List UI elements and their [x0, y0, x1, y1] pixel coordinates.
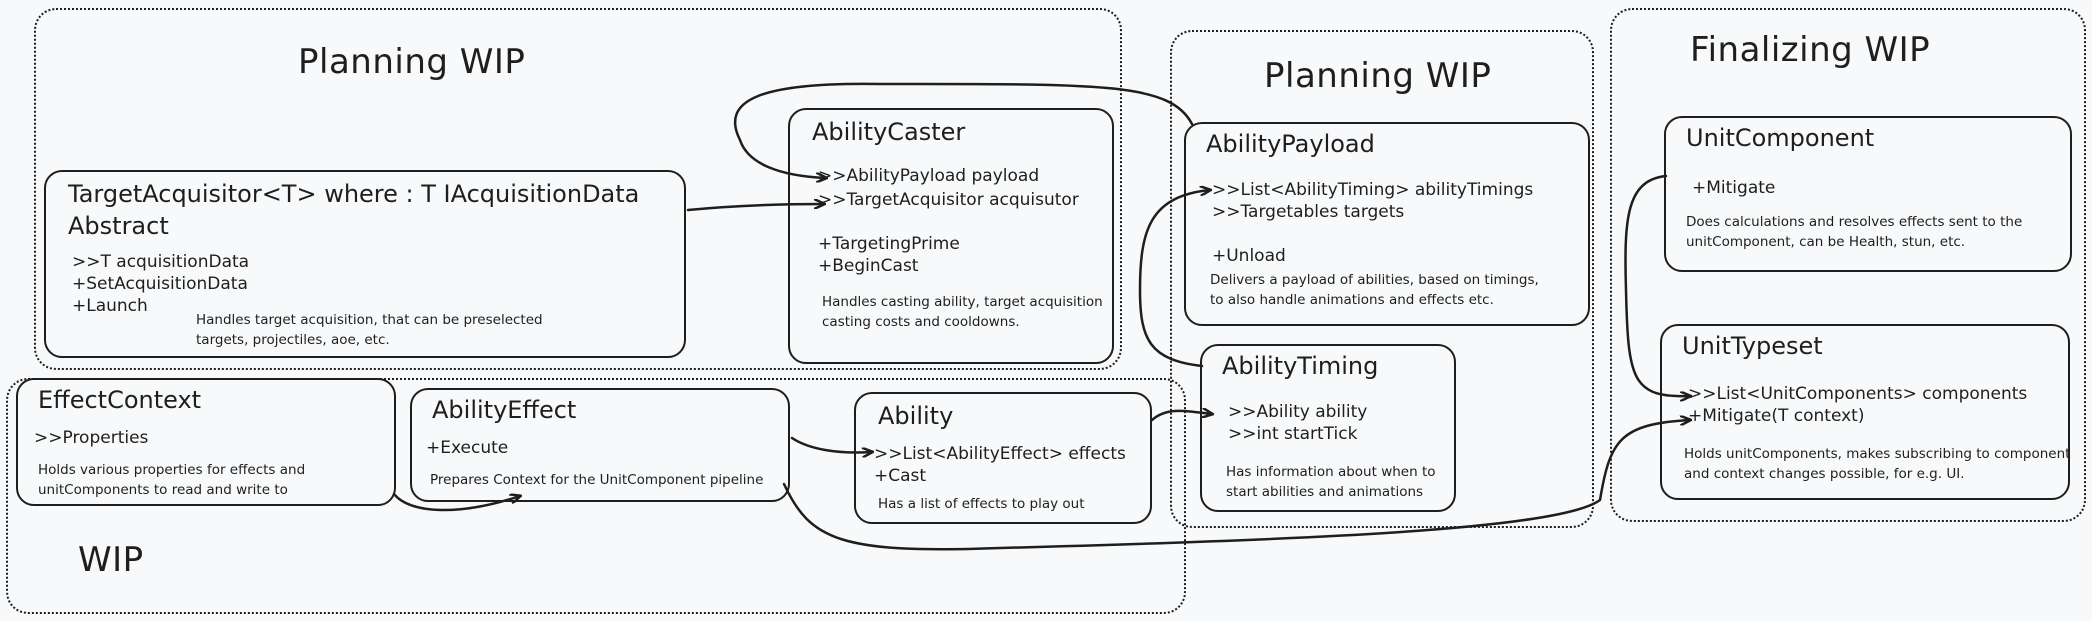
ability-effect-desc-line: Prepares Context for the UnitComponent p… — [430, 472, 764, 488]
ability-payload-title: AbilityPayload — [1206, 130, 1375, 158]
ability-caster-method: +BeginCast — [818, 256, 919, 276]
unit-typeset-title: UnitTypeset — [1682, 332, 1823, 360]
region-title-planning-mid: Planning WIP — [1264, 56, 1492, 96]
unit-component-desc-line: unitComponent, can be Health, stun, etc. — [1686, 234, 1966, 250]
target-acquisitor-box[interactable] — [44, 170, 686, 358]
target-acquisitor-desc-line: Handles target acquisition, that can be … — [196, 312, 543, 328]
ability-payload-desc-line: to also handle animations and effects et… — [1210, 292, 1494, 308]
ability-timing-title: AbilityTiming — [1222, 352, 1379, 380]
ability-payload-field: >>List<AbilityTiming> abilityTimings — [1212, 180, 1534, 200]
ability-caster-desc: Handles casting ability, target acquisit… — [822, 292, 1103, 332]
ability-effect-title: AbilityEffect — [432, 396, 577, 424]
ability-desc-line: Has a list of effects to play out — [878, 496, 1085, 512]
ability-caster-desc-line: Handles casting ability, target acquisit… — [822, 294, 1103, 310]
region-title-planning-left: Planning WIP — [298, 42, 526, 82]
ability-effect-desc: Prepares Context for the UnitComponent p… — [430, 470, 763, 490]
unit-component-desc-line: Does calculations and resolves effects s… — [1686, 214, 2023, 230]
ability-caster-desc-line: casting costs and cooldowns. — [822, 314, 1020, 330]
unit-typeset-desc-line: Holds unitComponents, makes subscribing … — [1684, 446, 2071, 462]
ability-caster-title: AbilityCaster — [812, 118, 966, 146]
effect-context-title: EffectContext — [38, 386, 202, 414]
target-acquisitor-desc: Handles target acquisition, that can be … — [196, 310, 543, 350]
target-acquisitor-field: >>T acquisitionData — [72, 252, 250, 272]
ability-timing-desc-line: start abilities and animations — [1226, 484, 1424, 500]
ability-timing-desc-line: Has information about when to — [1226, 464, 1436, 480]
effect-context-field: >>Properties — [34, 428, 149, 448]
effect-context-desc-line: unitComponents to read and write to — [38, 482, 288, 498]
target-acquisitor-desc-line: targets, projectiles, aoe, etc. — [196, 332, 390, 348]
target-acquisitor-method: +SetAcquisitionData — [72, 274, 248, 294]
ability-method: +Cast — [874, 466, 927, 486]
target-acquisitor-method: +Launch — [72, 296, 148, 316]
ability-payload-field: >>Targetables targets — [1212, 202, 1405, 222]
ability-caster-field: >>TargetAcquisitor acquisutor — [818, 190, 1079, 210]
unit-component-title: UnitComponent — [1686, 124, 1875, 152]
effect-context-desc: Holds various properties for effects and… — [38, 460, 305, 500]
effect-context-desc-line: Holds various properties for effects and — [38, 462, 306, 478]
ability-caster-method: +TargetingPrime — [818, 234, 960, 254]
unit-typeset-box[interactable] — [1660, 324, 2070, 500]
ability-title: Ability — [878, 402, 954, 430]
region-title-wip: WIP — [78, 540, 144, 580]
ability-payload-desc: Delivers a payload of abilities, based o… — [1210, 270, 1539, 310]
target-acquisitor-subtitle: Abstract — [68, 212, 169, 240]
ability-field: >>List<AbilityEffect> effects — [874, 444, 1126, 464]
ability-timing-field: >>Ability ability — [1228, 402, 1368, 422]
ability-payload-desc-line: Delivers a payload of abilities, based o… — [1210, 272, 1539, 288]
ability-timing-field: >>int startTick — [1228, 424, 1358, 444]
unit-typeset-field: >>List<UnitComponents> components — [1688, 384, 2028, 404]
ability-payload-method: +Unload — [1212, 246, 1286, 266]
unit-component-method: +Mitigate — [1692, 178, 1776, 198]
ability-caster-field: >>AbilityPayload payload — [818, 166, 1040, 186]
region-finalizing — [1610, 8, 2086, 522]
unit-typeset-desc-line: and context changes possible, for e.g. U… — [1684, 466, 1965, 482]
target-acquisitor-title: TargetAcquisitor<T> where : T IAcquisiti… — [68, 180, 640, 208]
ability-effect-method: +Execute — [426, 438, 509, 458]
effect-context-box[interactable] — [16, 378, 396, 506]
unit-typeset-desc: Holds unitComponents, makes subscribing … — [1684, 444, 2070, 484]
region-planning-left — [34, 8, 1122, 370]
ability-timing-desc: Has information about when to start abil… — [1226, 462, 1436, 502]
unit-component-desc: Does calculations and resolves effects s… — [1686, 212, 2022, 252]
ability-desc: Has a list of effects to play out — [878, 494, 1085, 514]
region-title-finalizing: Finalizing WIP — [1690, 30, 1931, 70]
unit-typeset-method: +Mitigate(T context) — [1688, 406, 1865, 426]
